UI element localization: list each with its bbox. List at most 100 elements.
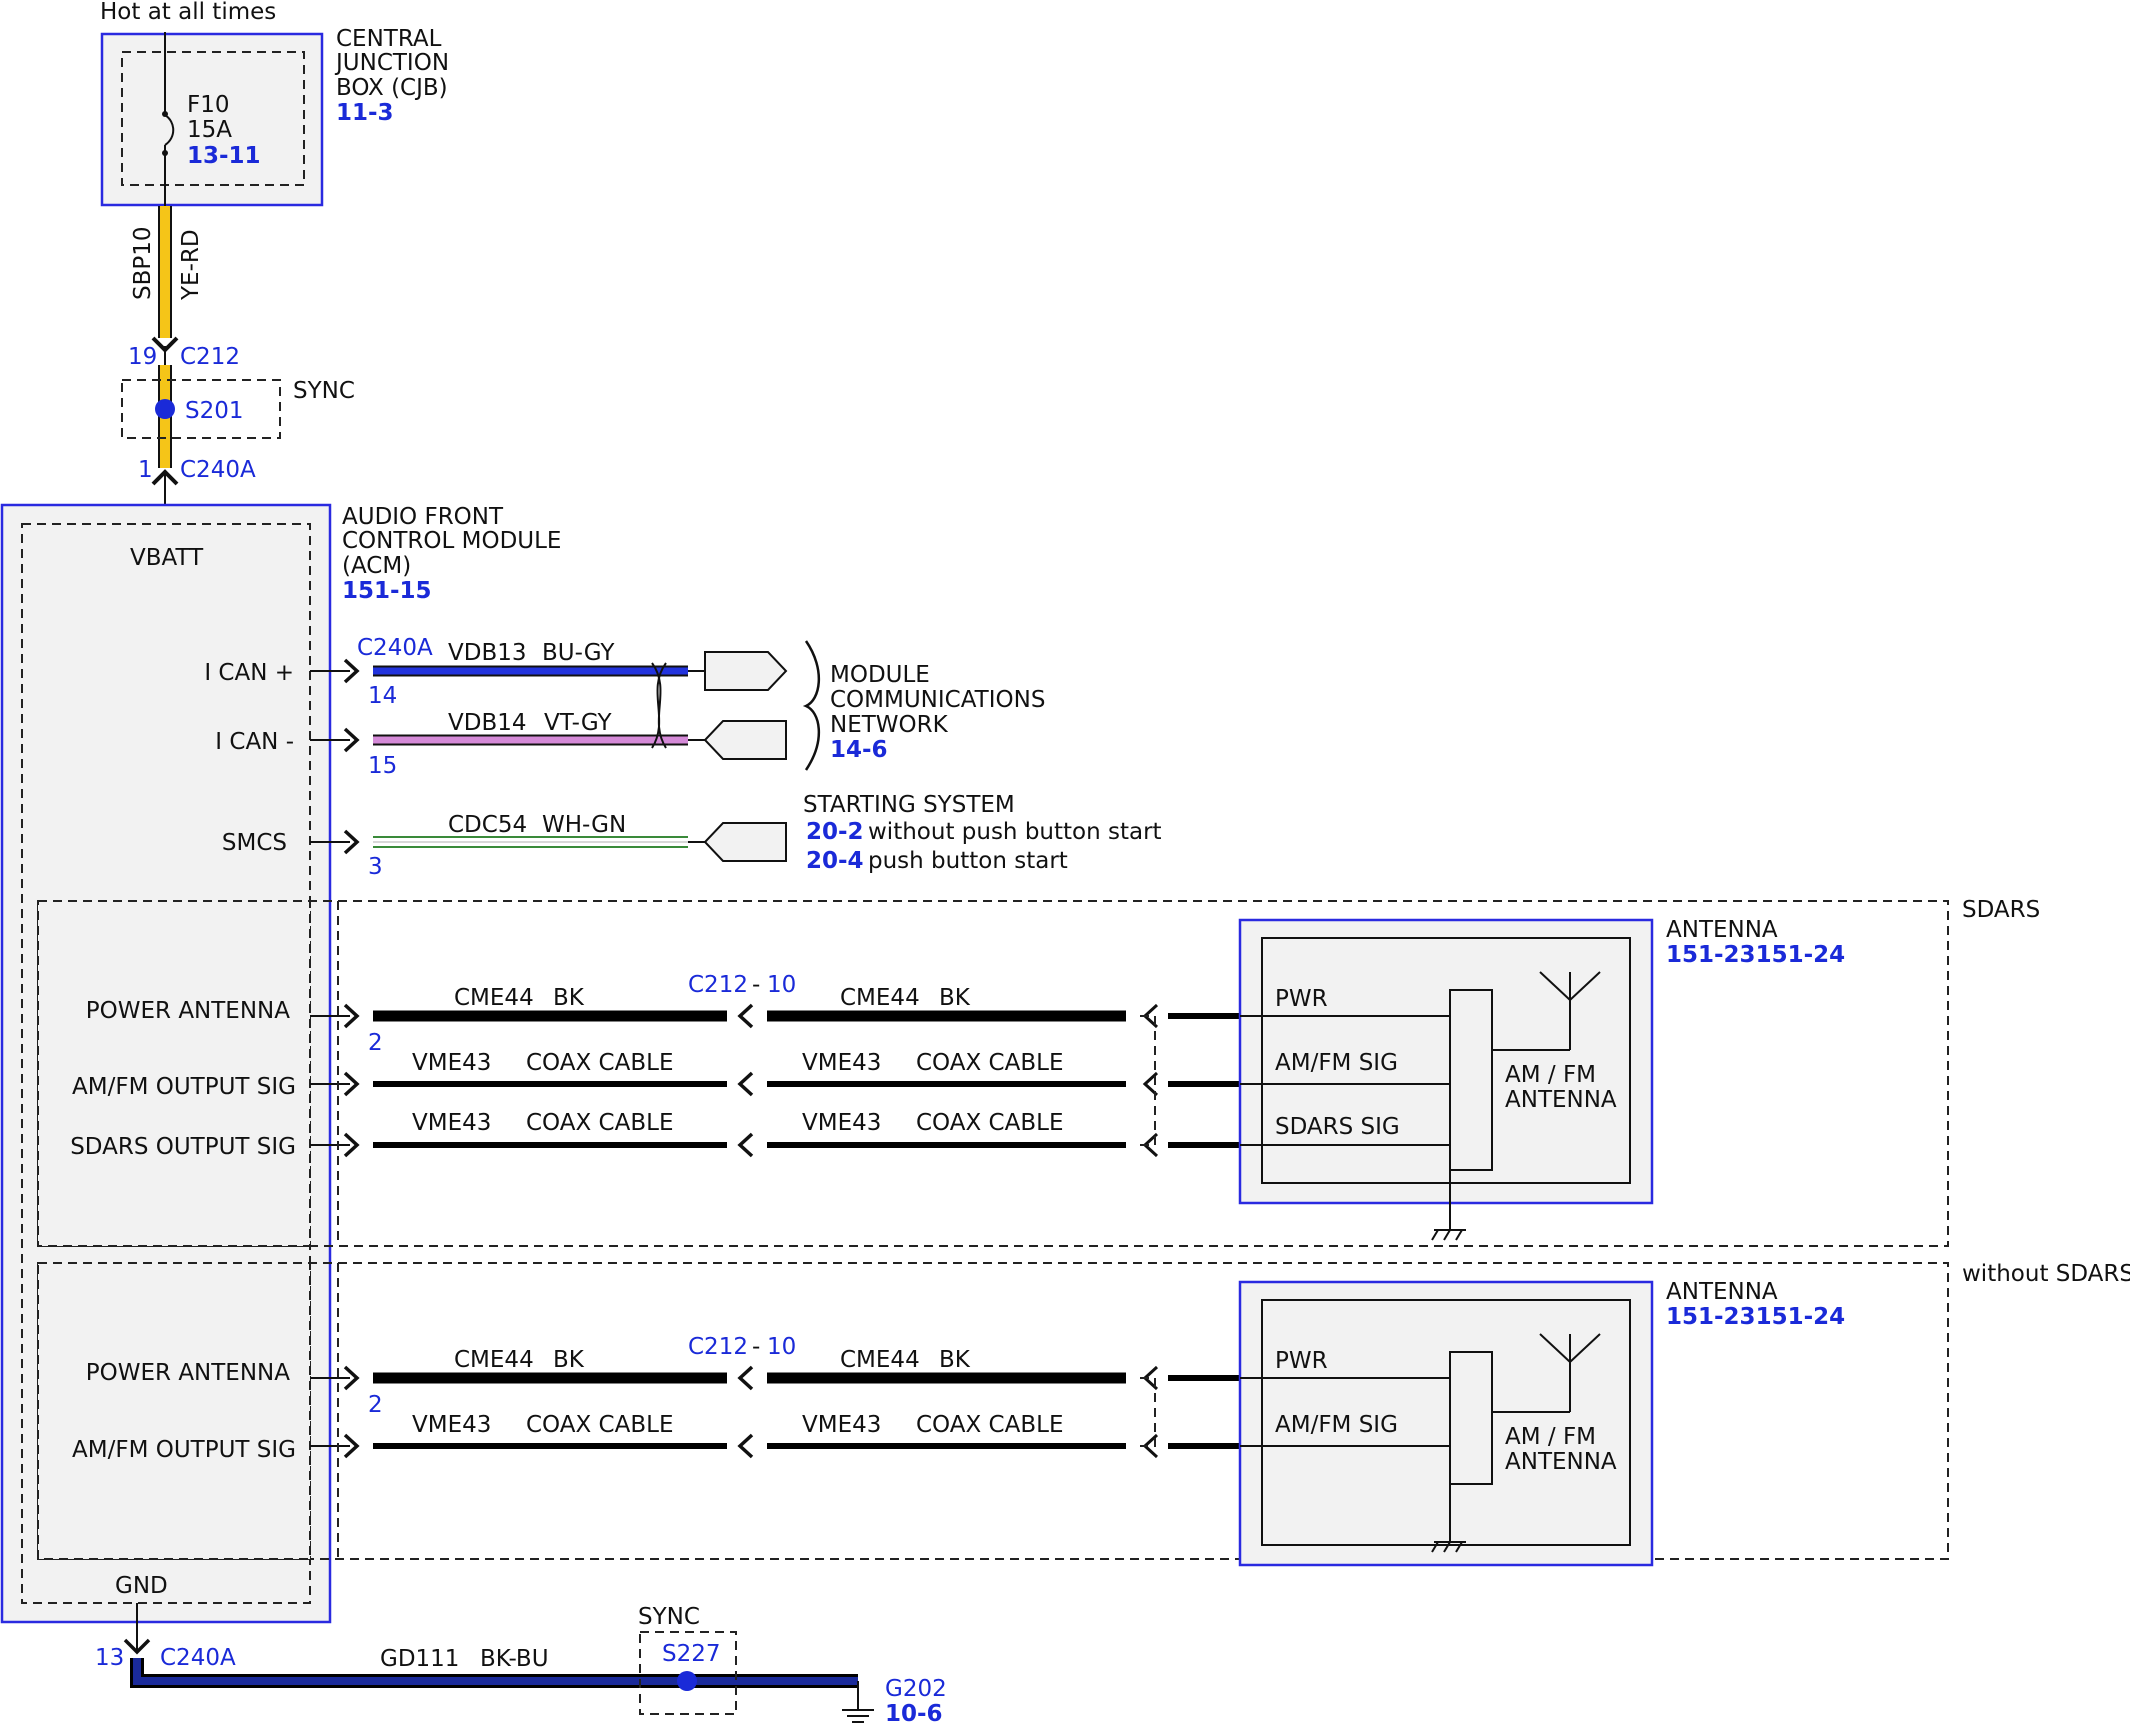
sdars-c212-label: C212 — [688, 972, 748, 998]
acm-name-line-2: CONTROL MODULE — [342, 528, 561, 554]
nosdars-c212-dash: - — [752, 1334, 760, 1360]
can-minus-label: I CAN - — [215, 729, 294, 755]
sdars-row-3-circuit-b: VME43 — [802, 1110, 881, 1136]
nosdars-row-1-pin: 2 — [368, 1392, 383, 1418]
nosdars-row-2-color-b: COAX CABLE — [916, 1412, 1063, 1438]
g202-ground-icon — [842, 1709, 874, 1723]
s201-sync-label: SYNC — [293, 378, 355, 404]
can-minus-connector-icon — [343, 727, 360, 753]
nosdars-row-1-c212-connector-icon — [737, 1365, 754, 1391]
sdars-row-3-connector-icon — [343, 1132, 360, 1158]
sdars-ant-pin-3: SDARS SIG — [1275, 1114, 1400, 1140]
nosdars-row-1-color-a: BK — [553, 1347, 585, 1373]
nosdars-module-dashed — [37, 1262, 311, 1560]
sdars-chassis-ground-icon — [1431, 1229, 1466, 1241]
sdars-ant-name-2: ANTENNA — [1505, 1087, 1617, 1113]
cjb-name-line-1: CENTRAL — [336, 26, 442, 52]
nosdars-ant-pin-1: PWR — [1275, 1348, 1328, 1374]
nosdars-ant-pin-2: AM/FM SIG — [1275, 1412, 1398, 1438]
can-minus-pin: 15 — [368, 753, 397, 779]
can-plus-label: I CAN + — [204, 660, 294, 686]
smcs-pin: 3 — [368, 854, 383, 880]
fuse-rating: 15A — [187, 117, 232, 143]
g202-id: G202 — [885, 1676, 947, 1702]
sdars-row-3-color-b: COAX CABLE — [916, 1110, 1063, 1136]
nosdars-ant-name-2: ANTENNA — [1505, 1449, 1617, 1475]
can-plus-connector-icon — [343, 658, 360, 684]
fuse-ref: 13-11 — [187, 143, 261, 169]
sdars-module-dashed — [37, 900, 311, 1247]
c240a-top-pin: 1 — [138, 457, 153, 483]
nosdars-row-1-label: POWER ANTENNA — [86, 1360, 290, 1386]
sdars-ant-name-1: AM / FM — [1505, 1062, 1596, 1088]
sdars-row-2-label: AM/FM OUTPUT SIG — [72, 1074, 296, 1100]
twisted-pair-icon-b — [651, 662, 667, 749]
s227-id: S227 — [662, 1641, 721, 1667]
can-plus-arrow-icon — [704, 651, 788, 691]
smcs-ref-1: 20-2 — [806, 819, 864, 845]
smcs-ref-1-text: without push button start — [868, 819, 1162, 845]
smcs-ref-2-text: push button start — [868, 848, 1068, 874]
nosdars-row-2-circuit-b: VME43 — [802, 1412, 881, 1438]
feed-wire-color: YE-RD — [178, 229, 204, 301]
smcs-circuit: CDC54 — [448, 812, 527, 838]
smcs-dest-title: STARTING SYSTEM — [803, 792, 1015, 818]
network-ref: 14-6 — [830, 737, 888, 763]
s227-sync-label: SYNC — [638, 1604, 700, 1630]
c240a-top-label: C240A — [180, 457, 256, 483]
acm-gnd-label: GND — [115, 1573, 168, 1599]
s227-dashed-box — [639, 1631, 737, 1715]
s227-splice-dot — [677, 1671, 697, 1691]
sdars-ant-pin-2: AM/FM SIG — [1275, 1050, 1398, 1076]
fuse-node-bottom — [162, 150, 168, 156]
nosdars-row-2-color-a: COAX CABLE — [526, 1412, 673, 1438]
hot-at-all-times-label: Hot at all times — [100, 0, 276, 25]
sdars-row-3-circuit-a: VME43 — [412, 1110, 491, 1136]
nosdars-variant-label: without SDARS — [1962, 1261, 2130, 1287]
sdars-row-2-color-b: COAX CABLE — [916, 1050, 1063, 1076]
network-line-1: MODULE — [830, 662, 930, 688]
gnd-pin: 13 — [95, 1645, 124, 1671]
network-line-3: NETWORK — [830, 712, 949, 738]
cjb-box — [100, 32, 324, 207]
fuse-symbol-icon — [164, 114, 175, 146]
sdars-row-3-c212-connector-icon — [737, 1132, 754, 1158]
sdars-row-2-color-a: COAX CABLE — [526, 1050, 673, 1076]
network-brace-icon — [802, 640, 821, 771]
nosdars-row-2-connector-icon — [343, 1433, 360, 1459]
sdars-ant-title: ANTENNA — [1666, 917, 1778, 943]
nosdars-row-2-label: AM/FM OUTPUT SIG — [72, 1437, 296, 1463]
sdars-row-1-circuit-b: CME44 — [840, 985, 920, 1011]
nosdars-row-1-circuit-a: CME44 — [454, 1347, 534, 1373]
sdars-row-1-label: POWER ANTENNA — [86, 998, 290, 1024]
c212-pin: 19 — [128, 344, 157, 370]
acm-ref: 151-15 — [342, 578, 432, 604]
sdars-row-1-circuit-a: CME44 — [454, 985, 534, 1011]
can-minus-arrow-icon — [703, 720, 787, 760]
can-minus-circuit: VDB14 — [448, 710, 527, 736]
cjb-ref: 11-3 — [336, 100, 394, 126]
nosdars-c212-label: C212 — [688, 1334, 748, 1360]
cjb-name-line-2: JUNCTION — [334, 50, 449, 76]
s201-dashed-box — [121, 379, 281, 439]
nosdars-row-2-c212-connector-icon — [737, 1433, 754, 1459]
sdars-row-2-ant-connector-icon — [1142, 1071, 1159, 1097]
can-plus-color: BU-GY — [542, 640, 615, 666]
sdars-row-2-connector-icon — [343, 1071, 360, 1097]
sdars-row-1-color-b: BK — [939, 985, 971, 1011]
sdars-row-3-color-a: COAX CABLE — [526, 1110, 673, 1136]
acm-name-line-3: (ACM) — [342, 553, 411, 579]
nosdars-ant-name-1: AM / FM — [1505, 1424, 1596, 1450]
nosdars-row-1-color-b: BK — [939, 1347, 971, 1373]
gnd-c240a-connector-icon — [123, 1638, 151, 1655]
smcs-label: SMCS — [222, 830, 287, 856]
sdars-ant-ref: 151-23151-24 — [1666, 942, 1845, 968]
nosdars-ant-ref: 151-23151-24 — [1666, 1304, 1845, 1330]
gnd-circuit: GD111 — [380, 1646, 459, 1672]
nosdars-row-1-circuit-b: CME44 — [840, 1347, 920, 1373]
acm-name-line-1: AUDIO FRONT — [342, 504, 504, 530]
sdars-row-2-circuit-b: VME43 — [802, 1050, 881, 1076]
s201-id: S201 — [185, 398, 244, 424]
cjb-name-line-3: BOX (CJB) — [336, 75, 448, 101]
c212-label: C212 — [180, 344, 240, 370]
